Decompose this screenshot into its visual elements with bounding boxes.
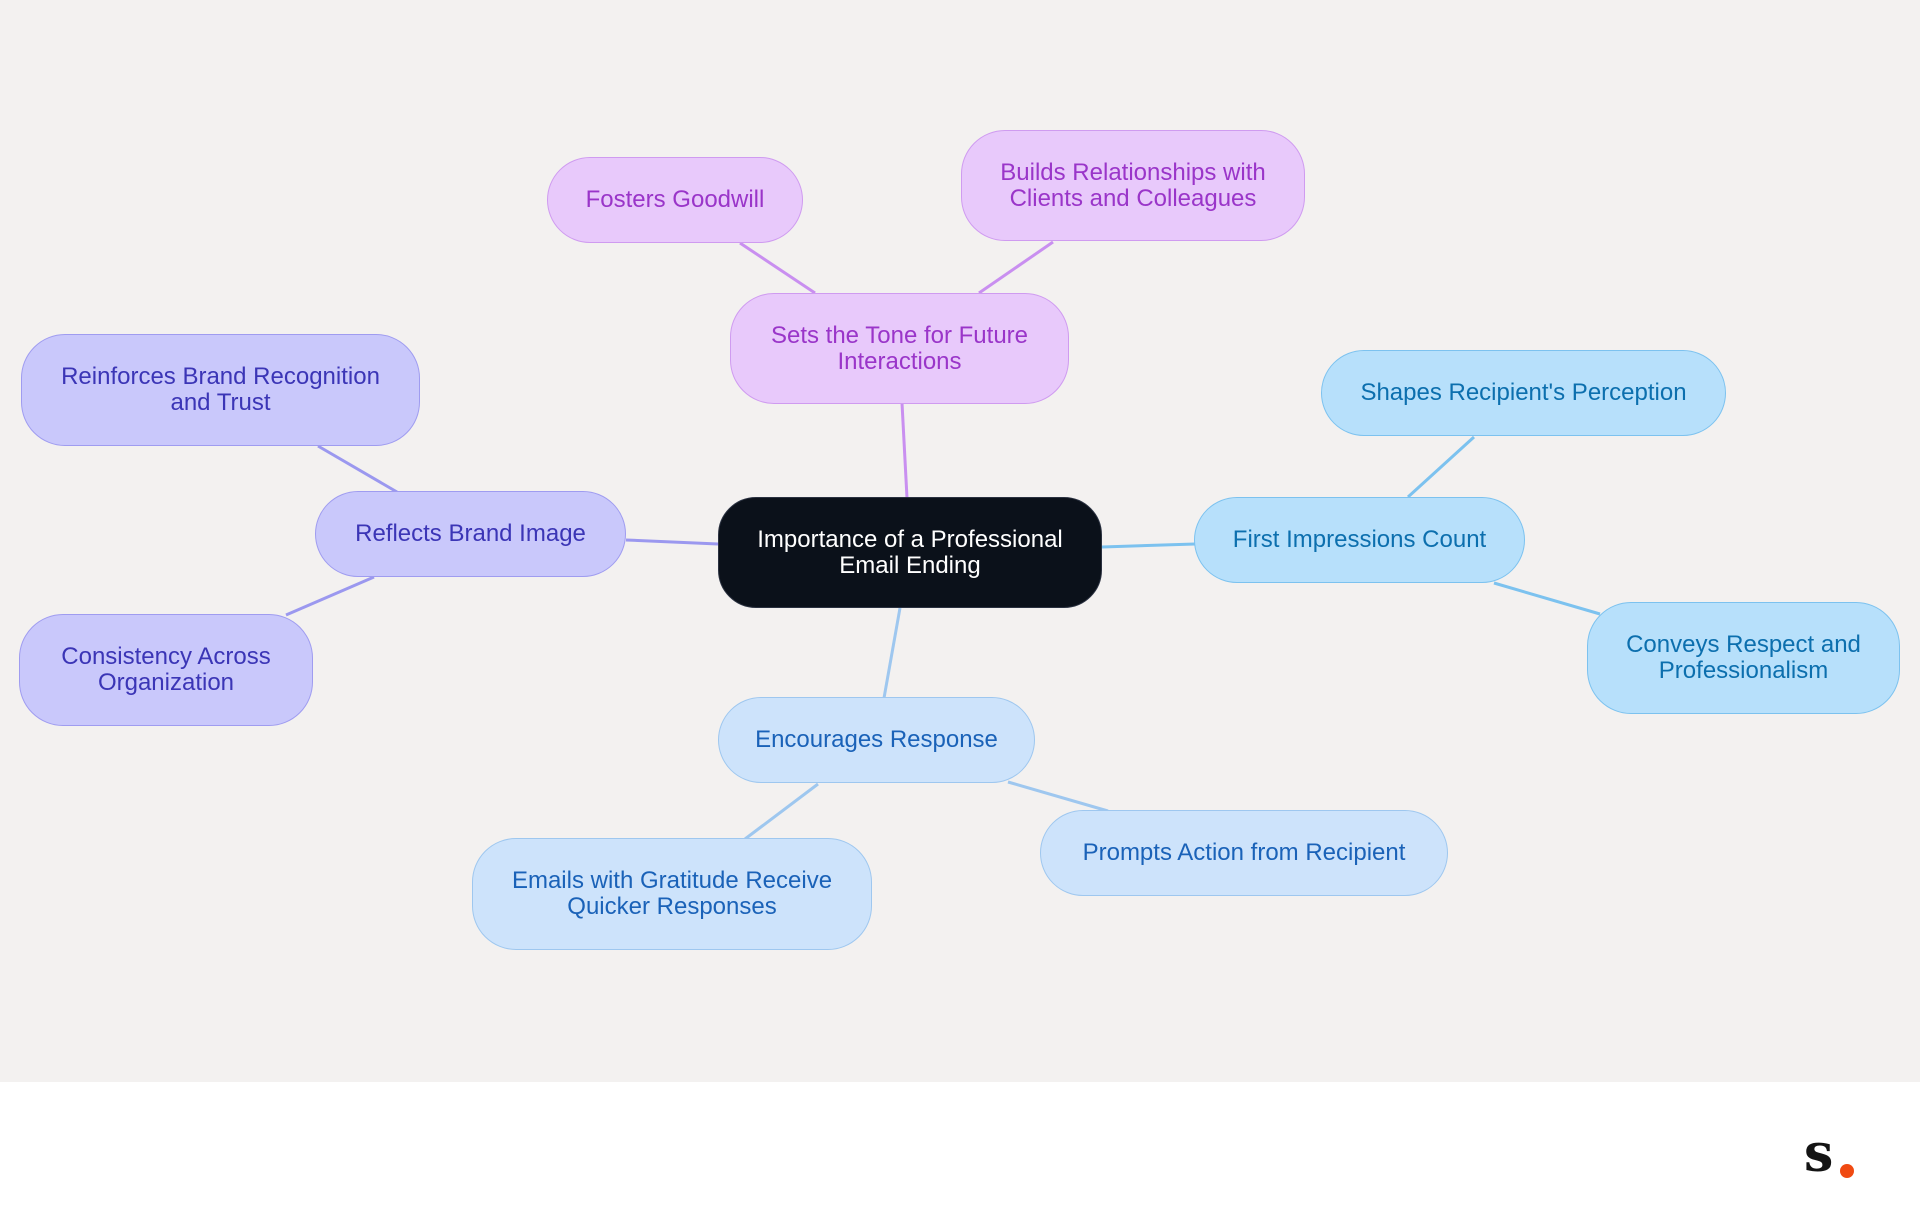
branch-node-response: Encourages Response [718, 697, 1035, 783]
branch-node-impressions-label: First Impressions Count [1232, 526, 1487, 553]
leaf-node-gratitude-label: Emails with Gratitude Receive Quicker Re… [511, 867, 833, 920]
edge-tone-goodwill [739, 241, 816, 295]
edge-response-action [1007, 780, 1109, 813]
leaf-node-respect-label: Conveys Respect and Professionalism [1626, 631, 1861, 684]
branch-node-tone-label: Sets the Tone for Future Interactions [770, 321, 1029, 375]
mind-map-canvas: Importance of a Professional Email Endin… [0, 0, 1920, 1082]
edge-root-impressions [1101, 542, 1196, 549]
leaf-node-recognition: Reinforces Brand Recognition and Trust [21, 334, 420, 446]
leaf-node-consistency: Consistency Across Organization [19, 614, 313, 726]
branch-node-response-label: Encourages Response [755, 726, 998, 753]
leaf-node-relationships: Builds Relationships with Clients and Co… [961, 130, 1305, 241]
leaf-node-relationships-label: Builds Relationships with Clients and Co… [1000, 158, 1266, 212]
edge-root-tone [900, 402, 909, 499]
edge-brand-consistency [285, 575, 375, 617]
footer-bar [0, 1082, 1920, 1215]
leaf-node-recognition-label: Reinforces Brand Recognition and Trust [61, 363, 380, 416]
branch-node-tone: Sets the Tone for Future Interactions [730, 293, 1069, 404]
brand-logo-letter: s [1804, 1123, 1834, 1184]
edge-tone-relationships [978, 240, 1054, 295]
leaf-node-goodwill: Fosters Goodwill [547, 157, 803, 243]
branch-node-brand: Reflects Brand Image [315, 491, 626, 577]
root-node-label: Importance of a Professional Email Endin… [757, 525, 1063, 579]
leaf-node-consistency-label: Consistency Across Organization [61, 643, 271, 696]
root-node: Importance of a Professional Email Endin… [718, 497, 1102, 608]
leaf-node-perception: Shapes Recipient's Perception [1321, 350, 1726, 436]
branch-node-brand-label: Reflects Brand Image [355, 520, 586, 547]
mind-map-edges [285, 240, 1601, 841]
edge-root-brand [625, 538, 719, 546]
brand-logo-dot-icon [1840, 1164, 1854, 1178]
leaf-node-perception-label: Shapes Recipient's Perception [1360, 379, 1687, 406]
leaf-node-goodwill-label: Fosters Goodwill [585, 186, 765, 213]
edge-root-response [882, 607, 902, 699]
edge-response-gratitude [744, 782, 819, 841]
brand-logo: s [1804, 1126, 1864, 1182]
leaf-node-action-label: Prompts Action from Recipient [1082, 839, 1406, 866]
leaf-node-action: Prompts Action from Recipient [1040, 810, 1448, 896]
edge-impressions-perception [1406, 435, 1476, 499]
edge-brand-recognition [317, 444, 398, 494]
branch-node-impressions: First Impressions Count [1194, 497, 1525, 583]
leaf-node-gratitude: Emails with Gratitude Receive Quicker Re… [472, 838, 872, 950]
leaf-node-respect: Conveys Respect and Professionalism [1587, 602, 1900, 714]
edge-impressions-respect [1493, 581, 1601, 616]
